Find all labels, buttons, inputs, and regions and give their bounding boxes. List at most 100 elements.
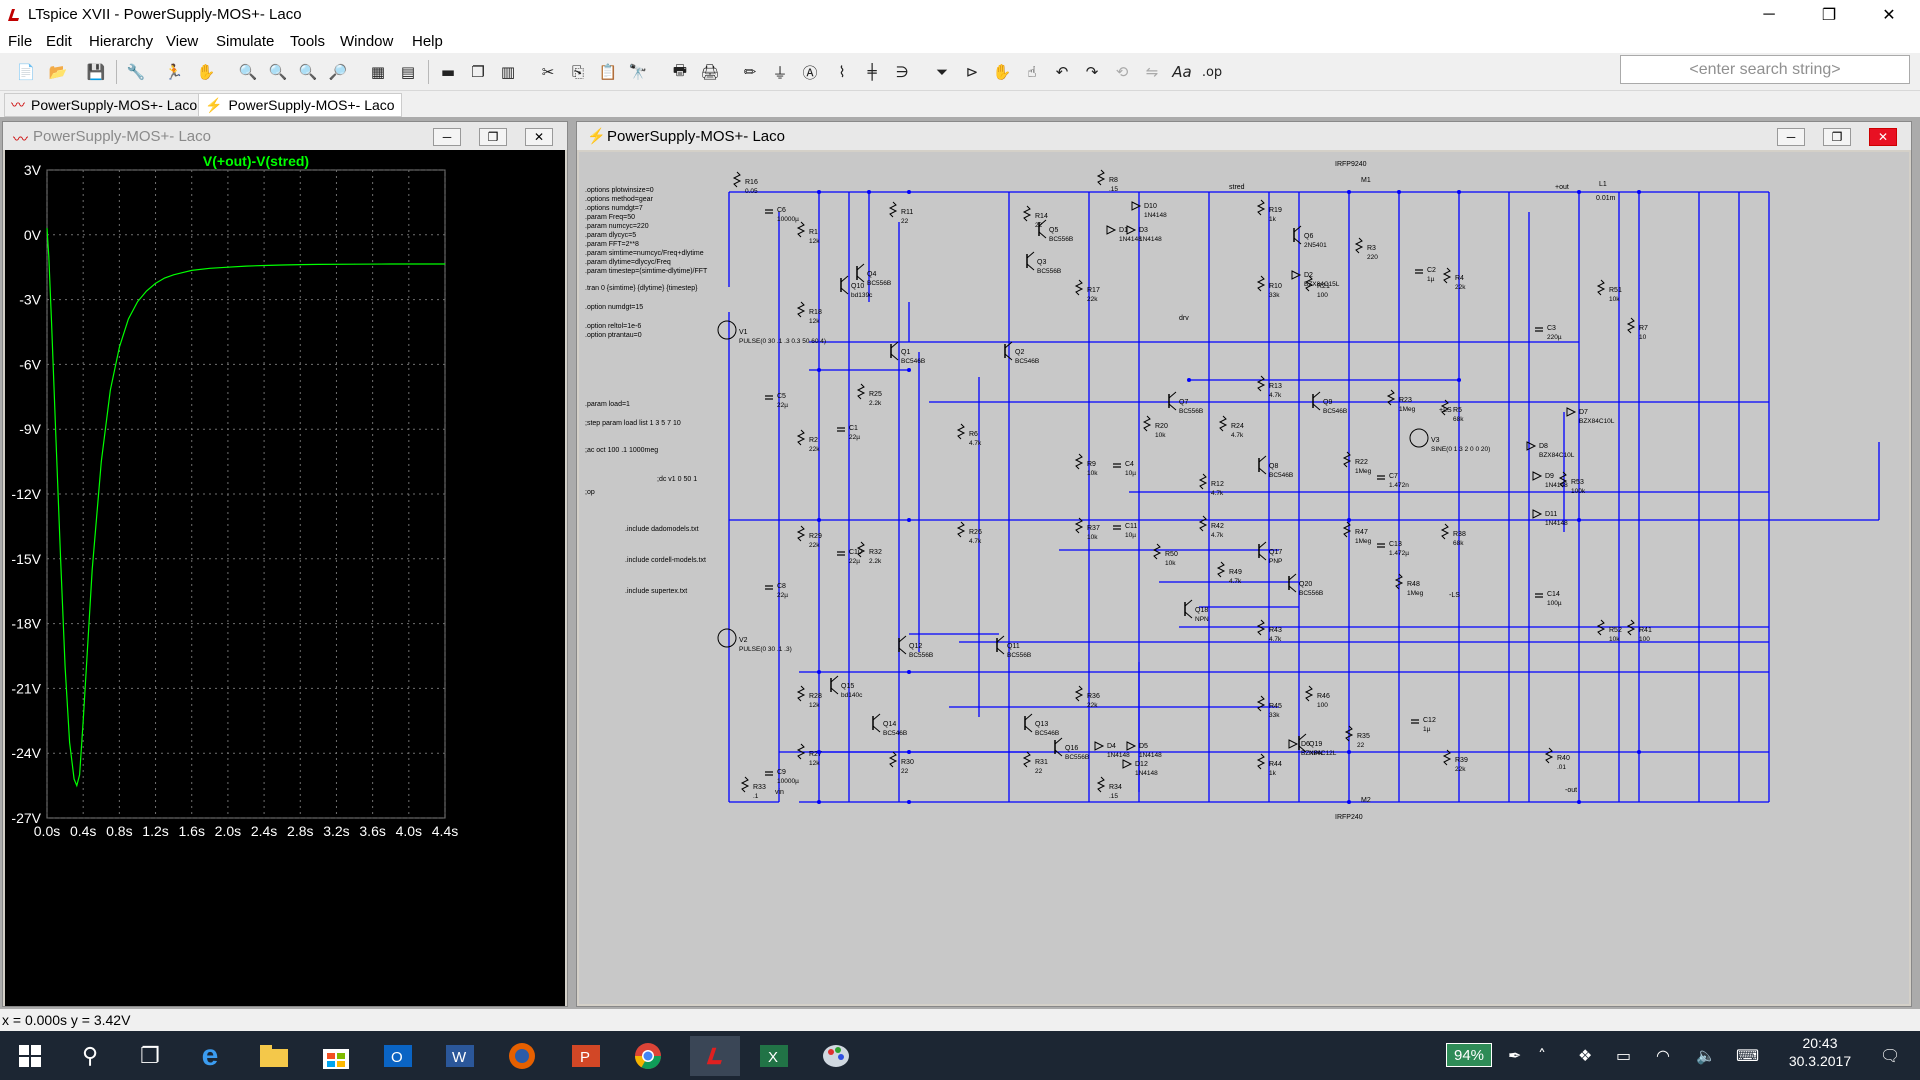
text-icon[interactable]: Aa [1172, 63, 1192, 81]
paint-icon[interactable] [816, 1036, 856, 1076]
run-icon[interactable]: 🏃 [164, 63, 184, 81]
search-icon[interactable]: ⚲ [81, 1043, 99, 1068]
ltspice-icon[interactable] [690, 1036, 740, 1076]
component-ref: Q17 [1269, 549, 1282, 556]
chevron-up-icon[interactable]: ˄ [1538, 1046, 1546, 1065]
powerpoint-icon[interactable]: P [566, 1036, 606, 1076]
schematic-canvas[interactable]: .options plotwinsize=0.options method=ge… [579, 152, 1909, 1004]
resistor-symbol [1344, 725, 1354, 742]
save-icon[interactable]: 💾 [86, 63, 106, 81]
task-view-icon[interactable]: ❐ [140, 1043, 160, 1068]
cascade-icon[interactable]: ❐ [471, 63, 485, 81]
capacitor-icon[interactable]: ╪ [867, 63, 877, 81]
inductor-icon[interactable]: ∋ [895, 63, 909, 81]
component-ref: C12 [1423, 717, 1436, 724]
menu-simulate[interactable]: Simulate [216, 33, 275, 50]
maximize-button[interactable]: ❐ [479, 128, 507, 146]
plot-window-titlebar[interactable]: 〰 PowerSupply-MOS+- Laco ─ ❐ ✕ [3, 122, 567, 150]
tile-horizontal-icon[interactable]: ▬ [440, 63, 456, 81]
file-explorer-icon[interactable] [254, 1036, 294, 1076]
minimize-button[interactable]: ─ [1777, 128, 1805, 146]
mirror-icon[interactable]: ⇋ [1145, 63, 1159, 81]
resistor-icon[interactable]: ⌇ [838, 63, 846, 81]
component-ref: V2 [739, 637, 748, 644]
new-schematic-icon[interactable]: 📄 [16, 63, 36, 81]
menu-tools[interactable]: Tools [290, 33, 326, 50]
minimize-button[interactable]: ─ [1763, 6, 1775, 23]
excel-icon[interactable]: X [754, 1036, 794, 1076]
schematic-window-titlebar[interactable]: ⚡ PowerSupply-MOS+- Laco ─ ❐ ✕ [577, 122, 1911, 150]
component-value: 22 [1035, 768, 1043, 775]
volume-icon[interactable]: 🔈 [1696, 1046, 1716, 1065]
zoom-in-icon[interactable]: 🔍 [238, 63, 258, 81]
notification-icon[interactable]: 🗨 [1880, 1046, 1901, 1065]
grid-icon[interactable]: ▤ [400, 63, 416, 81]
redo-icon[interactable]: ↷ [1085, 63, 1099, 81]
clock-time: 20:43 [1802, 1035, 1838, 1051]
net-label: M1 [1361, 177, 1371, 184]
pan-icon[interactable]: ✋ [196, 63, 216, 81]
wifi-icon[interactable]: ◠ [1656, 1046, 1670, 1065]
schematic-window[interactable]: ⚡ PowerSupply-MOS+- Laco ─ ❐ ✕ .options … [576, 121, 1912, 1007]
copy-icon[interactable]: ⎘ [571, 63, 584, 81]
rotate-icon[interactable]: ⟲ [1115, 63, 1129, 81]
menu-file[interactable]: File [8, 33, 33, 50]
draw-wire-icon[interactable]: ✏ [743, 63, 757, 81]
battery-badge[interactable]: 94% [1446, 1043, 1492, 1067]
move-icon[interactable]: ✋ [992, 63, 1012, 81]
word-icon[interactable]: W [440, 1036, 480, 1076]
close-button[interactable]: ✕ [525, 128, 553, 146]
undo-icon[interactable]: ↶ [1055, 63, 1069, 81]
maximize-button[interactable]: ❐ [1823, 128, 1851, 146]
search-input[interactable]: <enter search string> [1620, 55, 1910, 84]
x-tick-label: 2.0s [215, 823, 241, 839]
menu-hierarchy[interactable]: Hierarchy [89, 33, 154, 50]
firefox-icon[interactable] [502, 1036, 542, 1076]
menu-edit[interactable]: Edit [46, 33, 72, 50]
menu-help[interactable]: Help [412, 33, 443, 50]
control-panel-icon[interactable]: 🔧 [126, 63, 146, 81]
transistor-symbol [1026, 251, 1035, 259]
print-icon[interactable]: 🖶 [672, 60, 688, 79]
chrome-icon[interactable] [628, 1036, 668, 1076]
paste-icon[interactable]: 📋 [598, 63, 618, 81]
tab-waveform[interactable]: 〰 PowerSupply-MOS+- Laco [4, 93, 205, 117]
window-title: LTspice XVII - PowerSupply-MOS+- Laco [28, 6, 302, 23]
label-net-icon[interactable]: Ⓐ [802, 63, 818, 82]
dropbox-icon[interactable]: ❖ [1578, 1046, 1593, 1065]
spice-directive-icon[interactable]: .op [1201, 64, 1223, 80]
find-icon[interactable]: 🔭 [628, 63, 648, 81]
zoom-full-icon[interactable]: 🔍 [268, 63, 288, 81]
outlook-icon[interactable]: O [378, 1036, 418, 1076]
drag-icon[interactable]: ☝ [1027, 63, 1037, 81]
maximize-button[interactable]: ❐ [1821, 7, 1837, 24]
ground-icon[interactable]: ⏚ [772, 63, 788, 82]
minimize-button[interactable]: ─ [433, 128, 461, 146]
print-preview-icon[interactable]: 🖨 [700, 63, 720, 81]
tab-schematic[interactable]: ⚡ PowerSupply-MOS+- Laco [198, 93, 402, 117]
store-icon[interactable] [316, 1036, 356, 1076]
component-icon[interactable]: ⊳ [965, 63, 979, 81]
pen-icon[interactable]: ✒ [1508, 1046, 1522, 1065]
component-value: 4.7k [1269, 392, 1282, 399]
cut-icon[interactable]: ✂ [541, 63, 555, 81]
edge-icon[interactable]: e [201, 1039, 219, 1072]
menu-view[interactable]: View [166, 33, 199, 50]
diode-icon[interactable]: ⏷ [935, 63, 948, 81]
component-value: 10k [1087, 470, 1098, 477]
zoom-out-icon[interactable]: 🔍 [298, 63, 318, 81]
waveform-plot[interactable]: 3V0V-3V-6V-9V-12V-15V-18V-21V-24V-27V0.0… [5, 150, 565, 1006]
start-icon[interactable] [10, 1036, 50, 1076]
open-icon[interactable]: 📂 [48, 63, 68, 81]
close-button[interactable]: ✕ [1869, 128, 1897, 146]
clock[interactable]: 20:43 30.3.2017 [1780, 1035, 1860, 1069]
battery-icon[interactable]: ▭ [1616, 1046, 1632, 1065]
data-point [426, 263, 428, 265]
tile-vertical-icon[interactable]: ▥ [500, 63, 516, 81]
autorange-icon[interactable]: ▦ [370, 63, 386, 81]
zoom-cancel-icon[interactable]: 🔎 [328, 63, 348, 81]
keyboard-icon[interactable]: ⌨ [1736, 1046, 1760, 1065]
close-button[interactable]: ✕ [1882, 7, 1896, 24]
menu-window[interactable]: Window [340, 33, 394, 50]
